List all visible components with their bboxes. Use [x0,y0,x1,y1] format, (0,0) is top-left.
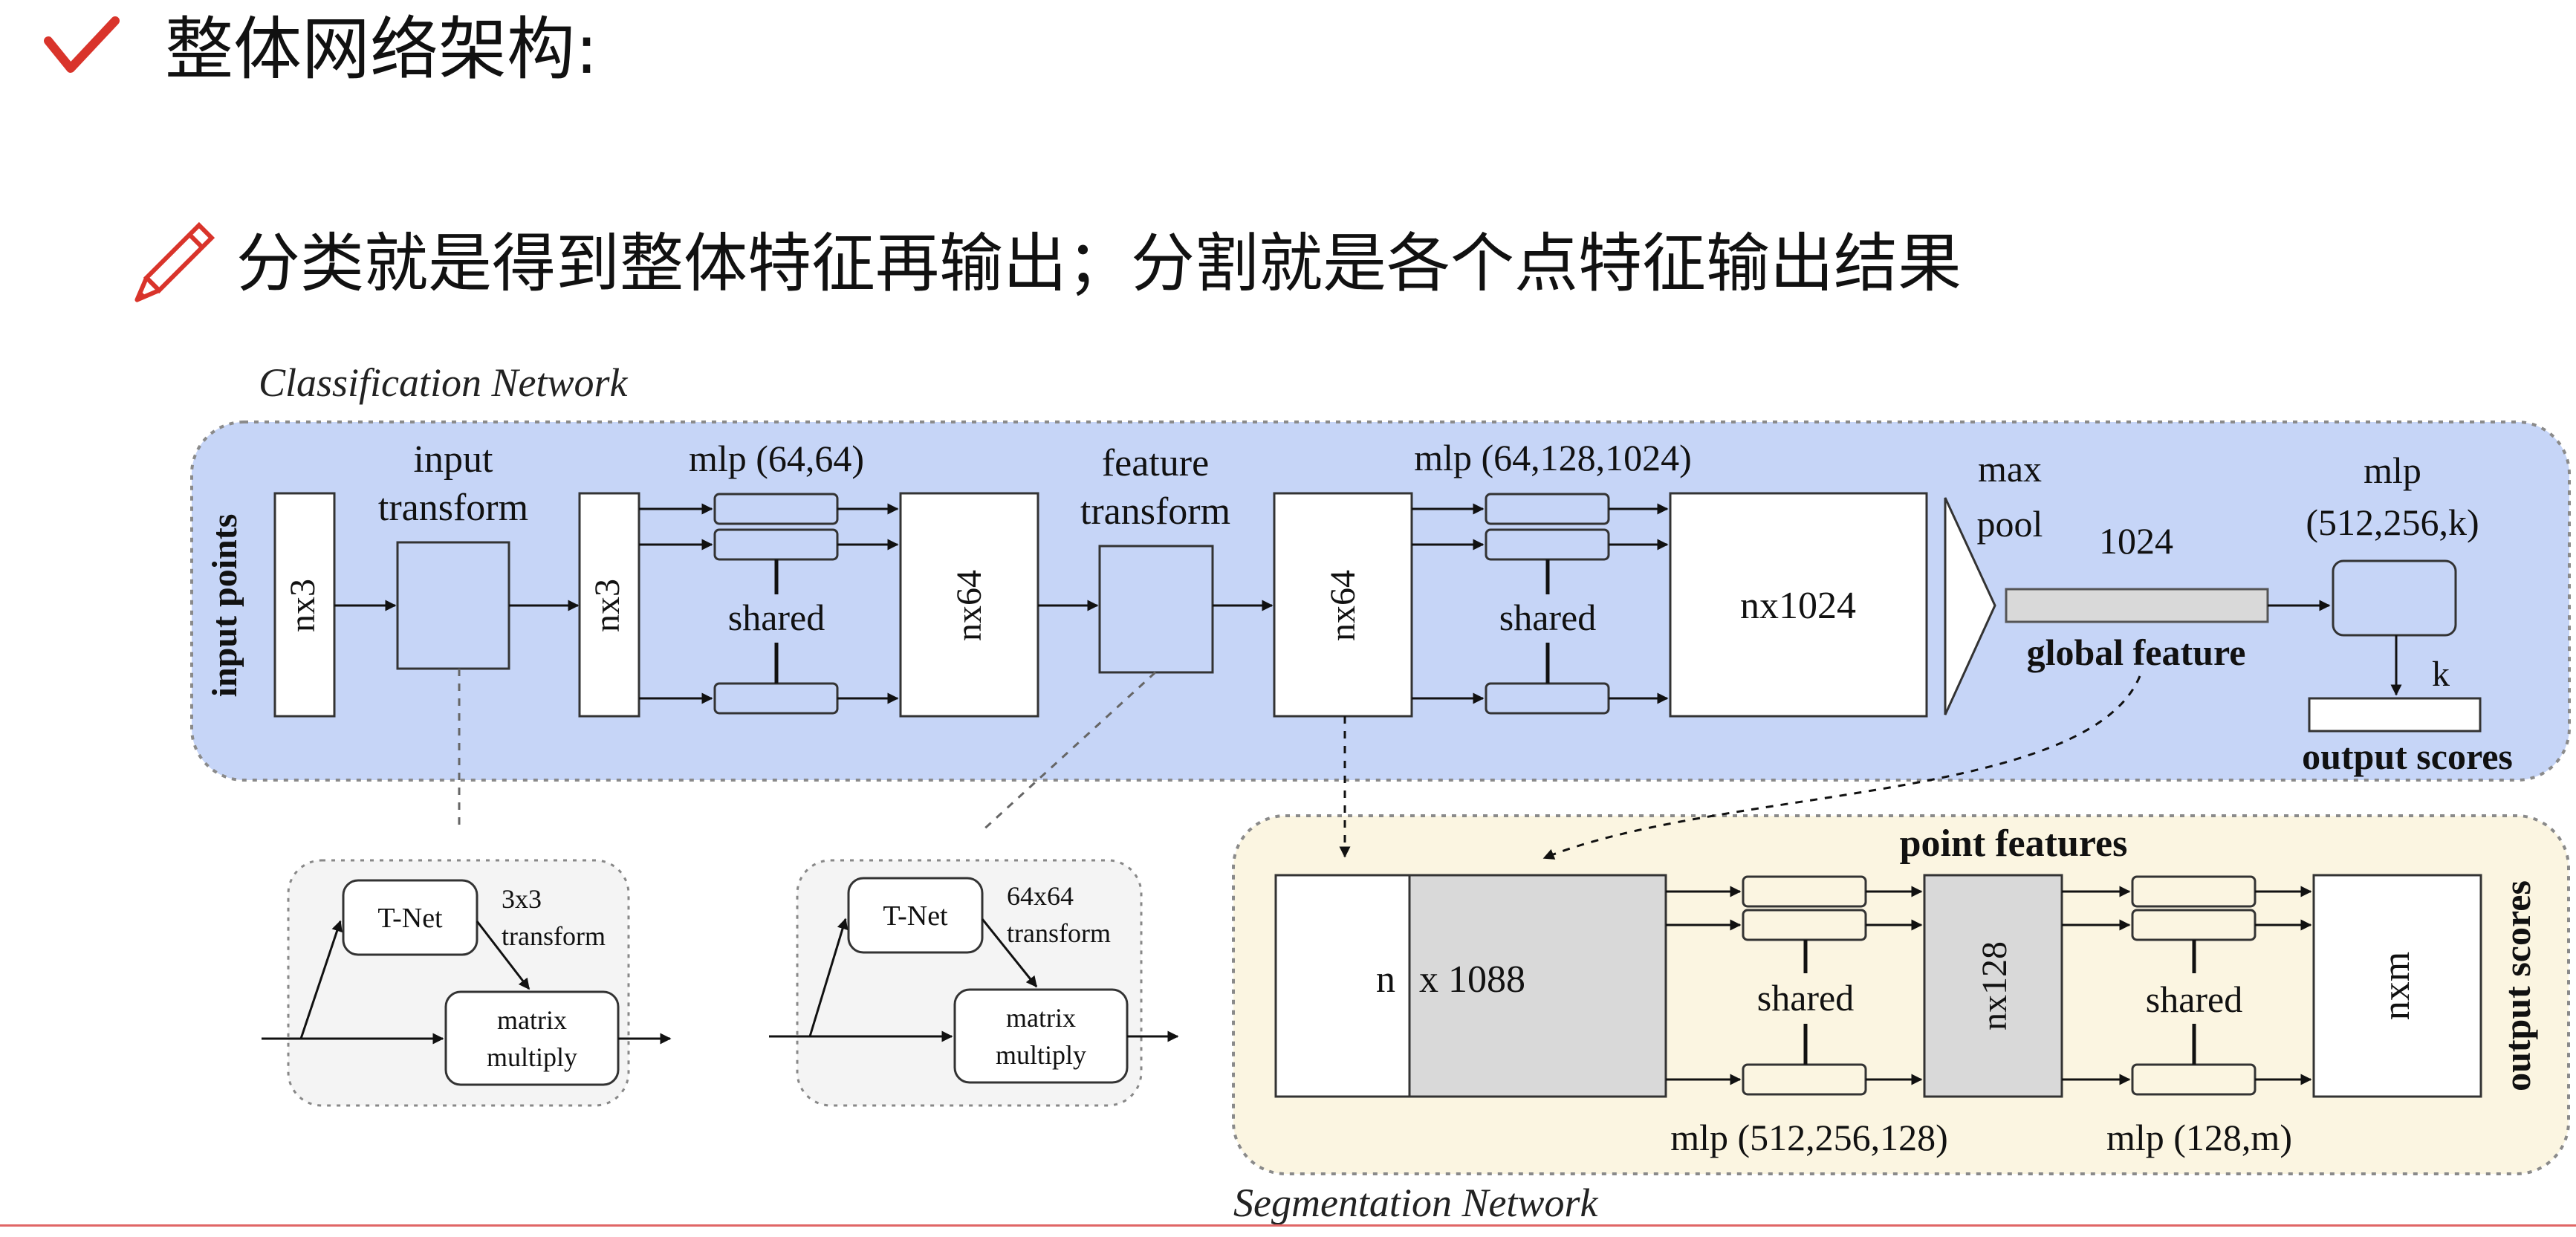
block-nxm-label: nxm [2375,952,2418,1020]
block-nx1024-label: nx1024 [1740,585,1856,627]
input-tnet-label: T-Net [377,903,443,934]
seg-mlp1-label: mlp (512,256,128) [1670,1117,1948,1158]
block-nx3-input [273,492,336,718]
seg-shared1-label: shared [1757,977,1855,1019]
feature-transform-label-1: feature [1102,442,1209,484]
page-subtitle: 分类就是得到整体特征再输出；分割就是各个点特征输出结果 [236,227,1962,301]
block-nx3-transformed-label: nx3 [588,579,627,632]
feature-tnet-arrows [769,918,1179,1042]
feature-tnet-label: T-Net [883,900,948,932]
feature-matrix-multiply-1: matrix [1006,1003,1076,1033]
input-transform-label-2: transform [378,487,528,529]
seg-output-scores-label: output scores [2496,880,2538,1091]
max-pool-label-1: max [1978,448,2042,490]
block-nxm [2312,874,2482,1098]
block-n-label: n [1376,958,1395,1001]
mlp1-label: mlp (64,64) [689,438,864,479]
input-tnet-arrows [262,920,672,1045]
block-nx3-transformed [578,492,640,718]
seg-mlp1-shared [1666,875,1923,1096]
block-nx64-b-label: nx64 [1323,570,1363,641]
classification-network-title: Classification Network [259,360,629,405]
global-feature-dim: 1024 [2099,520,2173,562]
block-nx1024 [1669,492,1928,718]
max-pool-label-2: pool [1977,503,2043,545]
mlp1-shared-label: shared [728,597,825,638]
mlp3-label-1: mlp [2364,449,2421,491]
mlp2-label: mlp (64,128,1024) [1414,437,1692,478]
output-scores-label: output scores [2302,736,2513,777]
pencil-icon [134,221,215,302]
input-tnet-box [342,879,478,956]
connector-feature-tnet [979,671,1157,834]
block-nx128 [1923,874,2063,1098]
connector-global-feature [1542,675,2141,860]
block-nx64-b [1273,492,1413,718]
slide-bottom-rule [0,1224,2576,1227]
feature-tnet-transform-2: transform [1007,918,1111,948]
block-1088-label: x 1088 [1419,958,1525,1001]
feature-tnet-transform-1: 64x64 [1007,881,1074,911]
checkmark-icon [44,16,120,73]
input-points-label: input points [205,514,244,698]
input-tnet-transform-1: 3x3 [502,884,542,914]
mlp3-box [2332,559,2457,637]
input-transform-label-1: input [414,438,493,481]
block-nx3-input-label: nx3 [283,579,322,632]
feature-transform-box [1098,545,1214,674]
block-n-white [1274,874,1411,1098]
seg-mlp2-label: mlp (128,m) [2106,1117,2292,1158]
feature-matrix-multiply-2: multiply [996,1040,1086,1070]
page-title: 整体网络架构: [165,10,598,89]
block-1088-gray [1408,874,1667,1098]
global-feature-label: global feature [2027,632,2246,673]
output-scores-bar [2308,697,2482,733]
global-feature-bar [2005,588,2269,623]
mlp2-shared-label: shared [1499,597,1597,638]
feature-tnet-box [847,877,984,954]
feature-transform-label-2: transform [1080,490,1230,533]
mlp3-label-2: (512,256,k) [2306,501,2479,543]
block-nx64-a-label: nx64 [950,570,989,641]
input-tnet-transform-2: transform [502,921,606,951]
input-matrix-multiply-2: multiply [487,1042,577,1072]
mlp2-shared [1412,493,1669,715]
input-matrix-multiply-1: matrix [497,1005,567,1035]
input-transform-box [396,541,510,670]
k-label: k [2432,655,2450,694]
mlp1-shared [639,493,899,715]
max-pool-shape [1944,497,1996,715]
segmentation-network-title: Segmentation Network [1233,1181,1598,1225]
seg-shared2-label: shared [2146,978,2243,1020]
seg-mlp2-shared [2062,875,2312,1096]
block-nx128-label: nx128 [1975,941,2014,1030]
point-features-label: point features [1900,822,2128,865]
